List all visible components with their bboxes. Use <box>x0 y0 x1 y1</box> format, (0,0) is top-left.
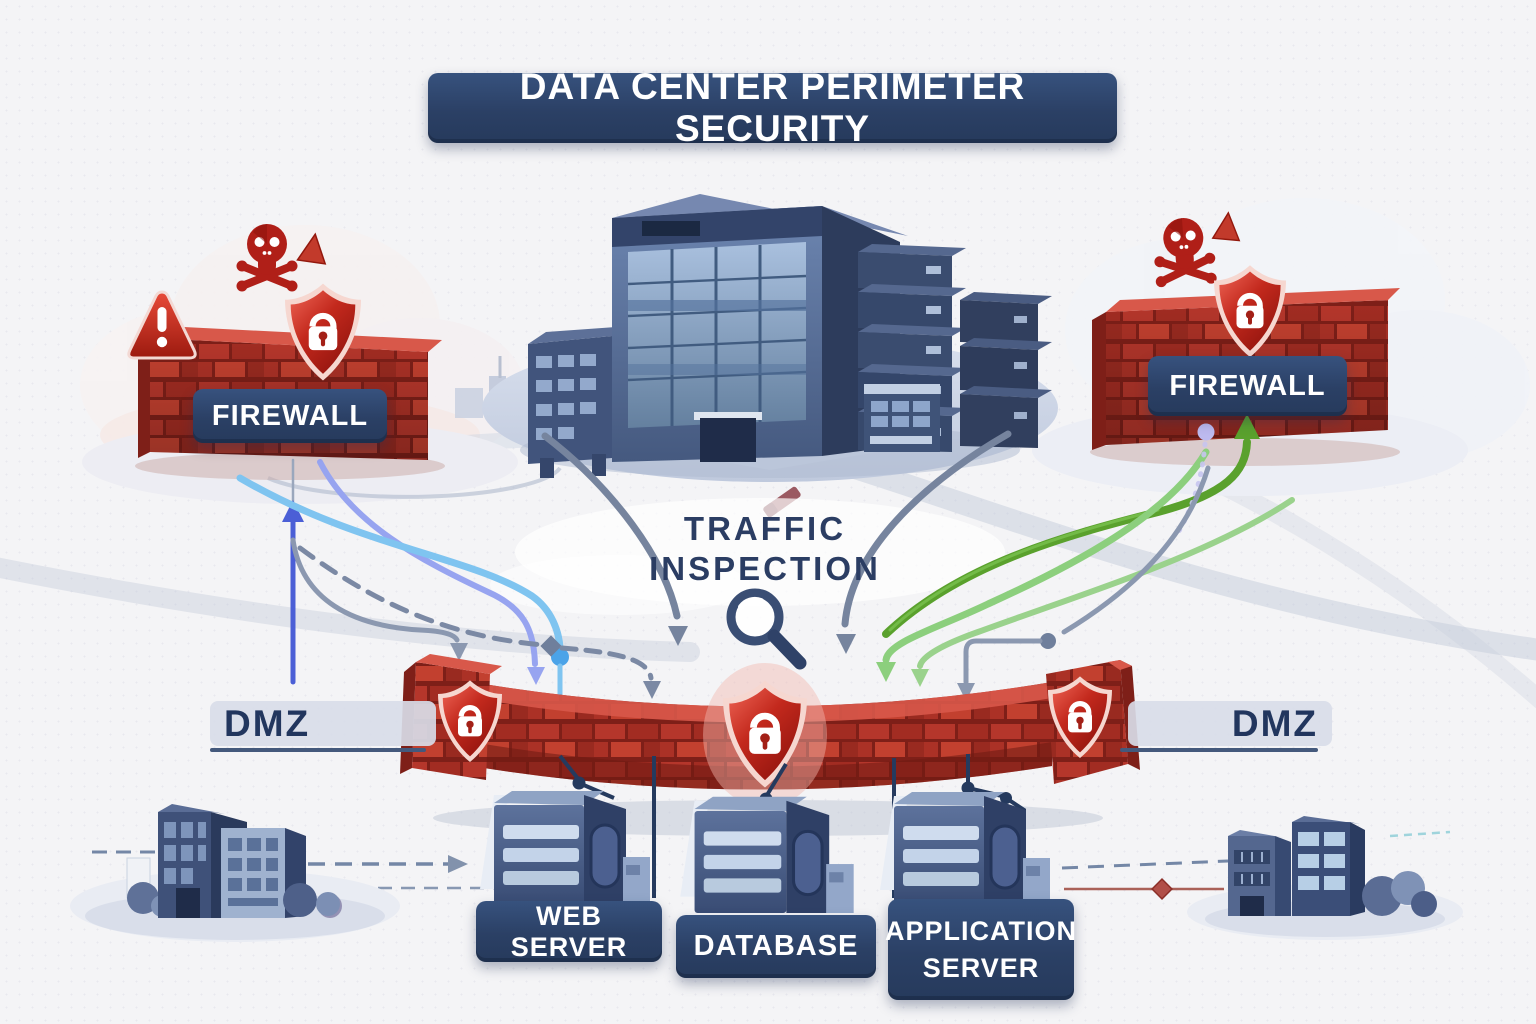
flow-slate-left <box>541 432 681 620</box>
flow-lines <box>236 414 1295 701</box>
data-center-building <box>482 194 1058 482</box>
dmz-left-underline <box>210 748 426 752</box>
server-rack-stack <box>858 244 1052 452</box>
red-diamond-node <box>1151 878 1173 900</box>
application-server-line2: SERVER <box>922 952 1040 983</box>
dmz-left-label: DMZ <box>210 701 436 746</box>
dmz-right-label: DMZ <box>1128 701 1332 746</box>
traffic-blob <box>490 498 1005 615</box>
flow-green-light <box>882 448 1210 664</box>
database-label: DATABASE <box>676 915 876 978</box>
application-server-label: APPLICATION SERVER <box>885 899 1077 1000</box>
control-cabinet <box>864 384 940 452</box>
flow-slate-node-line <box>1061 465 1211 635</box>
platform-left-ring <box>267 466 562 499</box>
flow-blue <box>236 474 564 652</box>
firewall-left-label: FIREWALL <box>193 389 387 443</box>
route-lines-right <box>1061 830 1451 900</box>
web-server-label: WEB SERVER <box>476 901 662 962</box>
application-server-line1: APPLICATION <box>885 916 1077 947</box>
traffic-inspection-line1: TRAFFIC <box>683 510 847 547</box>
flow-lavender-node <box>1197 423 1215 441</box>
dmz-right-underline <box>1120 748 1318 752</box>
flow-slate-low <box>290 537 460 643</box>
title-text: DATA CENTER PERIMETER SECURITY <box>519 66 1026 149</box>
flow-dashed-slate <box>297 545 547 648</box>
magnifier-icon <box>726 588 807 670</box>
city-buildings-left <box>70 804 400 942</box>
firewall-right-label: FIREWALL <box>1148 356 1347 416</box>
city-buildings-right <box>1187 816 1463 940</box>
flow-green-light-2 <box>917 497 1295 669</box>
traffic-inspection-label: TRAFFIC INSPECTION <box>565 509 965 590</box>
title-banner: DATA CENTER PERIMETER SECURITY <box>428 66 1117 149</box>
traffic-inspection-line2: INSPECTION <box>649 550 881 588</box>
flow-slate-right <box>841 430 1012 628</box>
flow-periwinkle <box>317 459 538 667</box>
